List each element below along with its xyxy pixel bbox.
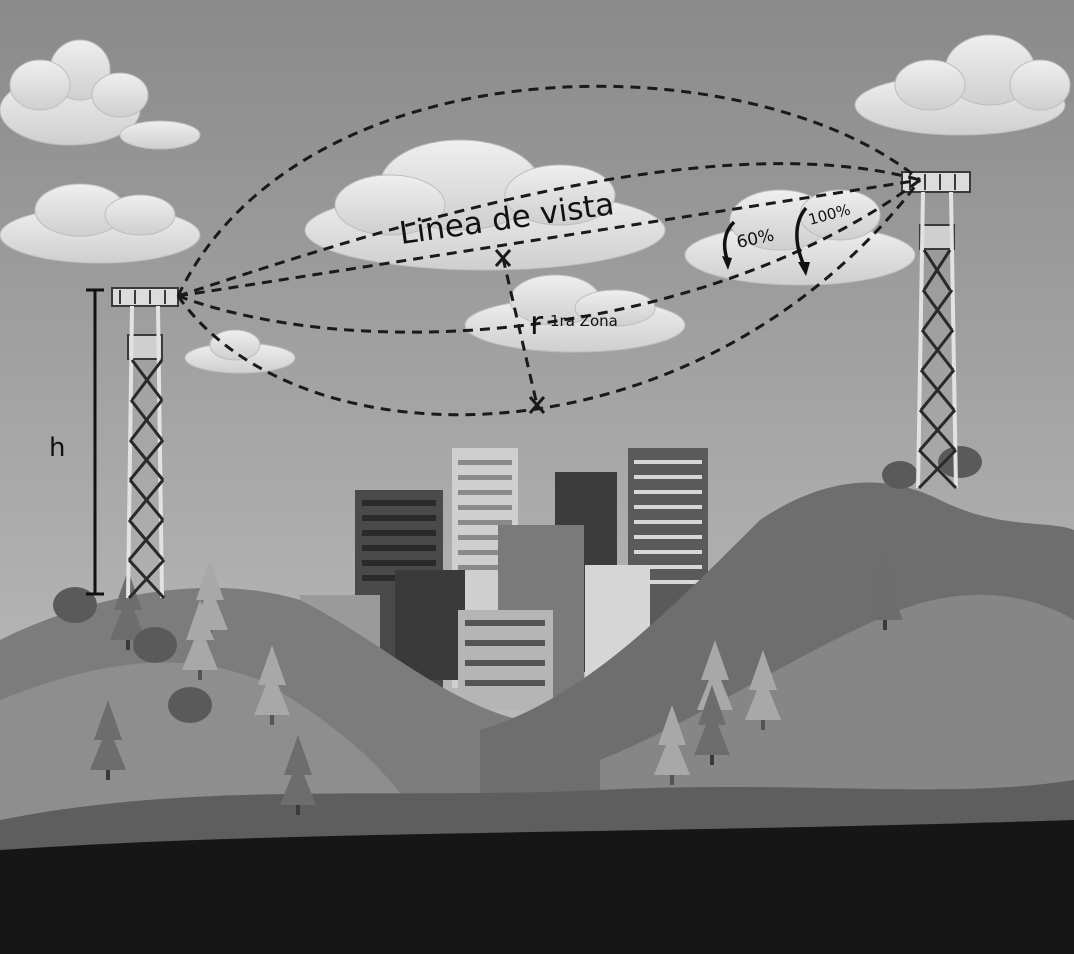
radius-subscript: 1ra Zona xyxy=(550,312,618,330)
height-label: h xyxy=(49,433,65,463)
radius-symbol: r xyxy=(530,304,544,342)
